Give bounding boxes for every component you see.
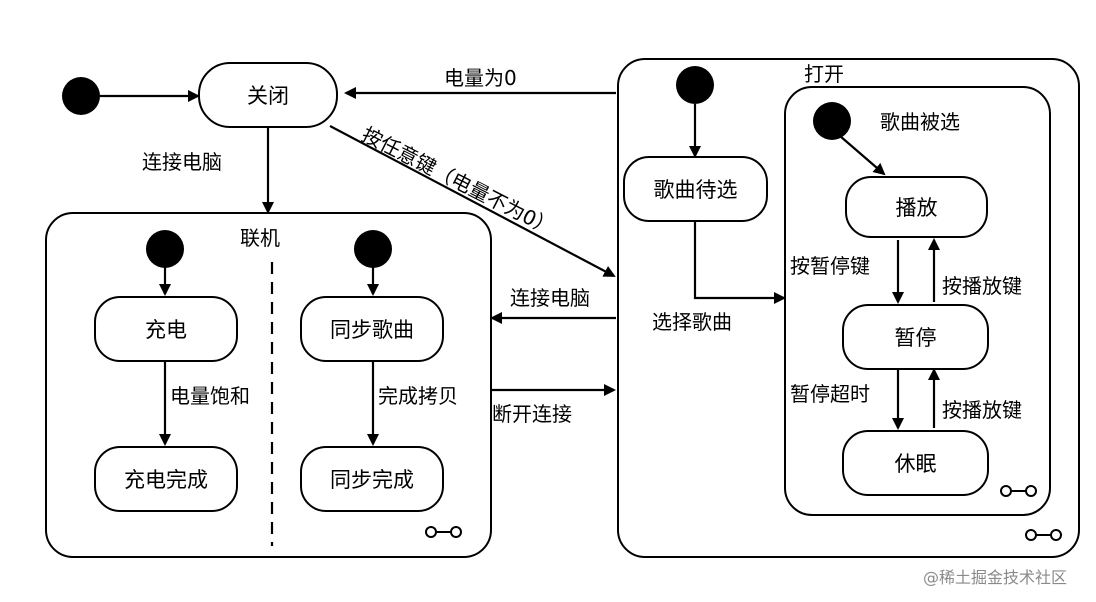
state-playing: 播放 [845, 176, 988, 238]
initial-node-main [62, 77, 100, 115]
arrow-pending-to-selected [693, 222, 786, 304]
composite-online [45, 212, 492, 558]
label-press-pause: 按暂停键 [790, 254, 870, 278]
state-paused: 暂停 [842, 304, 989, 370]
initial-node-charging [146, 230, 184, 268]
state-song-pending: 歌曲待选 [623, 156, 768, 222]
label-connect-pc-2: 连接电脑 [510, 286, 590, 310]
state-synced: 同步完成 [300, 446, 444, 512]
label-disconnect: 断开连接 [492, 402, 572, 426]
label-press-play: 按播放键 [942, 274, 1022, 298]
state-syncing: 同步歌曲 [300, 296, 444, 362]
composite-selected-label: 歌曲被选 [880, 110, 960, 134]
arrow-init-to-playing [839, 135, 886, 176]
label-copy-done: 完成拷贝 [378, 384, 458, 408]
watermark: @稀土掘金技术社区 [923, 568, 1068, 587]
state-closed: 关闭 [198, 62, 338, 128]
label-press-play-2: 按播放键 [942, 398, 1022, 422]
initial-node-syncing [354, 230, 392, 268]
composite-online-label: 联机 [240, 226, 280, 250]
label-connect-pc: 连接电脑 [142, 150, 222, 174]
state-sleep: 休眠 [842, 430, 989, 496]
state-charging: 充电 [94, 296, 238, 362]
label-battery-zero: 电量为0 [444, 66, 517, 90]
arrow-closed-to-open [329, 125, 616, 277]
label-pause-timeout: 暂停超时 [790, 382, 870, 406]
label-select-song: 选择歌曲 [652, 310, 732, 334]
label-battery-full: 电量饱和 [170, 384, 250, 408]
composite-open-label: 打开 [804, 62, 844, 86]
composite-song-selected [784, 86, 1051, 516]
composite-icon-online [425, 526, 462, 538]
initial-node-selected [813, 102, 851, 140]
initial-node-open [676, 66, 714, 104]
composite-open [617, 58, 1080, 558]
state-charged: 充电完成 [94, 446, 238, 512]
